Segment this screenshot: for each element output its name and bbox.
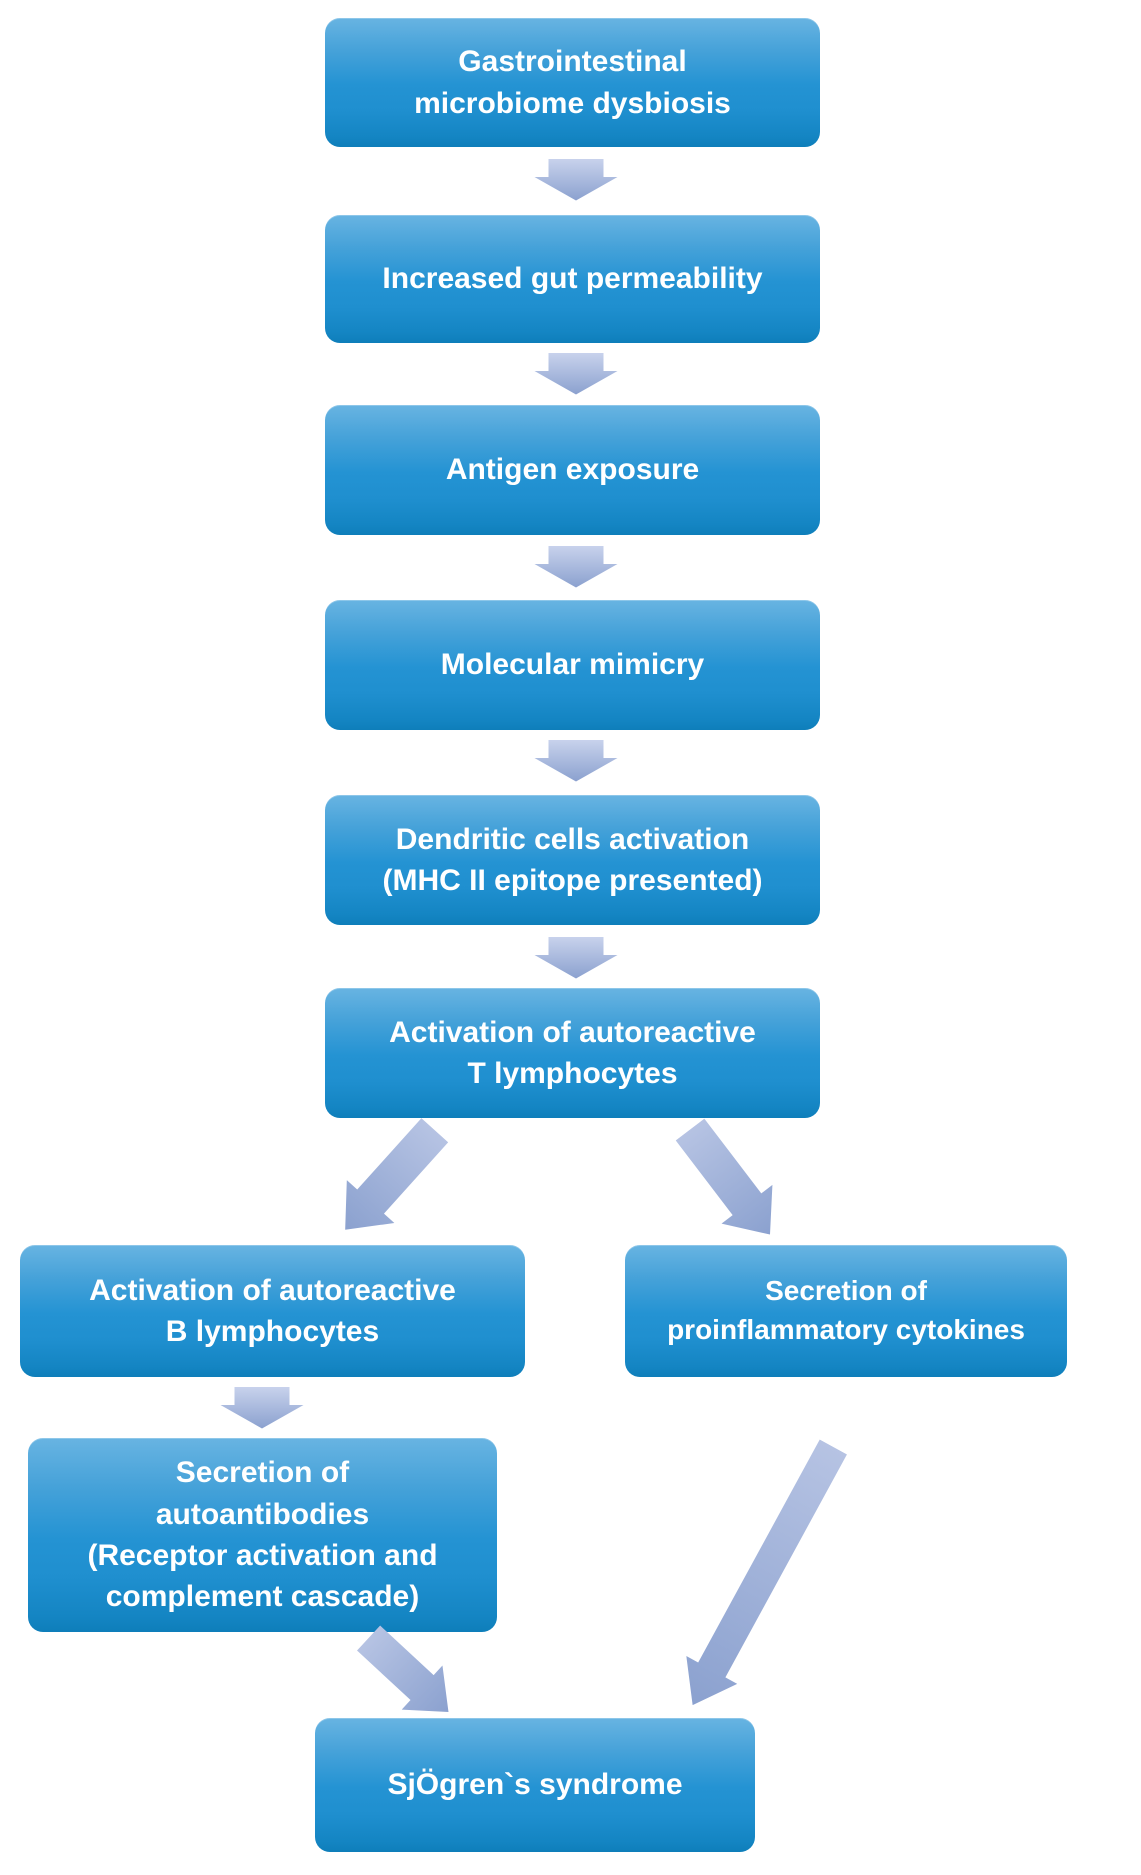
node-label: Antigen exposure [445,453,700,487]
node-activation-b-lymphocytes: Activation of autoreactive B lymphocytes [20,1245,525,1377]
down-arrow-icon [534,159,618,201]
down-arrow-icon [534,937,618,979]
node-label: Secretion of autoantibodies (Receptor ac… [87,1456,438,1614]
node-label: SjÖgren`s syndrome [387,1768,683,1802]
node-label: Molecular mimicry [440,648,705,682]
down-arrow-icon [534,353,618,395]
node-gastrointestinal-dysbiosis: Gastrointestinal microbiome dysbiosis [325,18,820,147]
converge-left-arrow-icon [348,1616,469,1734]
node-dendritic-cells-activation: Dendritic cells activation (MHC II epito… [325,795,820,925]
branch-left-arrow-icon [321,1109,458,1251]
node-label: Increased gut permeability [382,262,763,296]
node-activation-t-lymphocytes: Activation of autoreactive T lymphocytes [325,988,820,1118]
node-secretion-autoantibodies: Secretion of autoantibodies (Receptor ac… [28,1438,497,1632]
down-arrow-icon [534,546,618,588]
node-sjogrens-syndrome: SjÖgren`s syndrome [315,1718,755,1852]
node-increased-gut-permeability: Increased gut permeability [325,215,820,343]
node-molecular-mimicry: Molecular mimicry [325,600,820,730]
down-arrow-icon [220,1387,304,1429]
node-label: Dendritic cells activation (MHC II epito… [382,822,763,897]
node-label: Activation of autoreactive T lymphocytes [389,1015,756,1090]
node-label: Activation of autoreactive B lymphocytes [89,1273,456,1348]
node-antigen-exposure: Antigen exposure [325,405,820,535]
node-label: Gastrointestinal microbiome dysbiosis [414,45,731,120]
branch-right-arrow-icon [665,1110,796,1254]
down-arrow-icon [534,740,618,782]
converge-right-arrow-icon [667,1433,859,1719]
node-label: Secretion of proinflammatory cytokines [667,1275,1025,1345]
node-secretion-proinflammatory-cytokines: Secretion of proinflammatory cytokines [625,1245,1067,1377]
